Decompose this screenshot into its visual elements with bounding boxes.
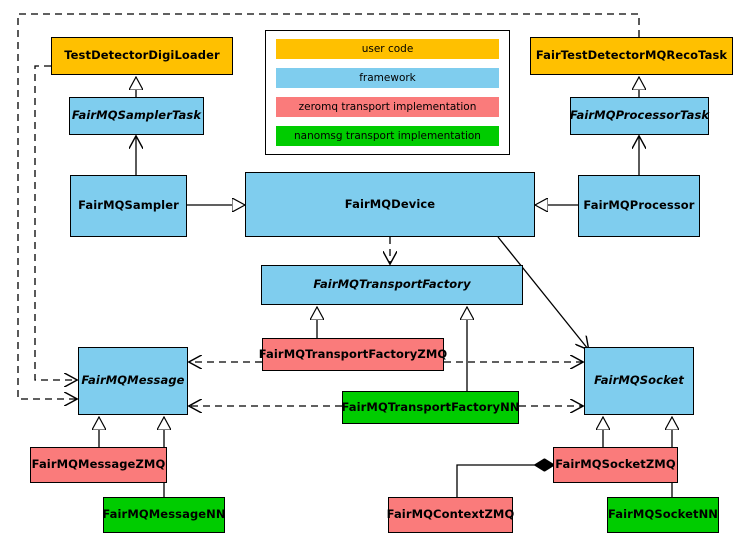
legend-label-user-code: user code <box>361 43 414 55</box>
legend-label-nanomsg: nanomsg transport implementation <box>294 130 481 142</box>
class-node-FairMQMessage[interactable]: FairMQMessage <box>78 347 188 415</box>
class-node-FairMQTransportFactoryZMQ[interactable]: FairMQTransportFactoryZMQ <box>259 338 447 371</box>
class-node-FairMQTransportFactory[interactable]: FairMQTransportFactory <box>261 265 523 305</box>
class-node-FairMQSocketZMQ[interactable]: FairMQSocketZMQ <box>553 447 678 483</box>
edge-socketzmq-contextzmq <box>456 465 553 497</box>
class-node-FairMQSocketNN[interactable]: FairMQSocketNN <box>607 497 719 533</box>
class-node-FairMQMessageNN[interactable]: FairMQMessageNN <box>102 497 226 533</box>
class-node-FairMQContextZMQ[interactable]: FairMQContextZMQ <box>387 497 514 533</box>
class-node-FairMQProcessor[interactable]: FairMQProcessor <box>578 175 700 237</box>
class-node-TestDetectorDigiLoader[interactable]: TestDetectorDigiLoader <box>51 37 233 75</box>
legend: user code framework zeromq transport imp… <box>265 30 510 155</box>
legend-item-user-code: user code <box>276 39 499 59</box>
class-node-FairMQMessageZMQ[interactable]: FairMQMessageZMQ <box>30 447 167 483</box>
class-node-FairMQSocket[interactable]: FairMQSocket <box>584 347 694 415</box>
legend-item-nanomsg: nanomsg transport implementation <box>276 126 499 146</box>
class-node-FairMQSampler[interactable]: FairMQSampler <box>70 175 187 237</box>
class-node-FairMQSamplerTask[interactable]: FairMQSamplerTask <box>69 97 204 135</box>
class-node-FairMQDevice[interactable]: FairMQDevice <box>245 172 535 237</box>
class-node-FairMQProcessorTask[interactable]: FairMQProcessorTask <box>570 97 709 135</box>
legend-item-framework: framework <box>276 68 499 88</box>
class-node-FairMQTransportFactoryNN[interactable]: FairMQTransportFactoryNN <box>341 391 519 424</box>
legend-item-zeromq: zeromq transport implementation <box>276 97 499 117</box>
legend-label-zeromq: zeromq transport implementation <box>298 101 477 113</box>
legend-label-framework: framework <box>359 72 416 84</box>
class-node-FairTestDetectorMQRecoTask[interactable]: FairTestDetectorMQRecoTask <box>530 37 733 75</box>
